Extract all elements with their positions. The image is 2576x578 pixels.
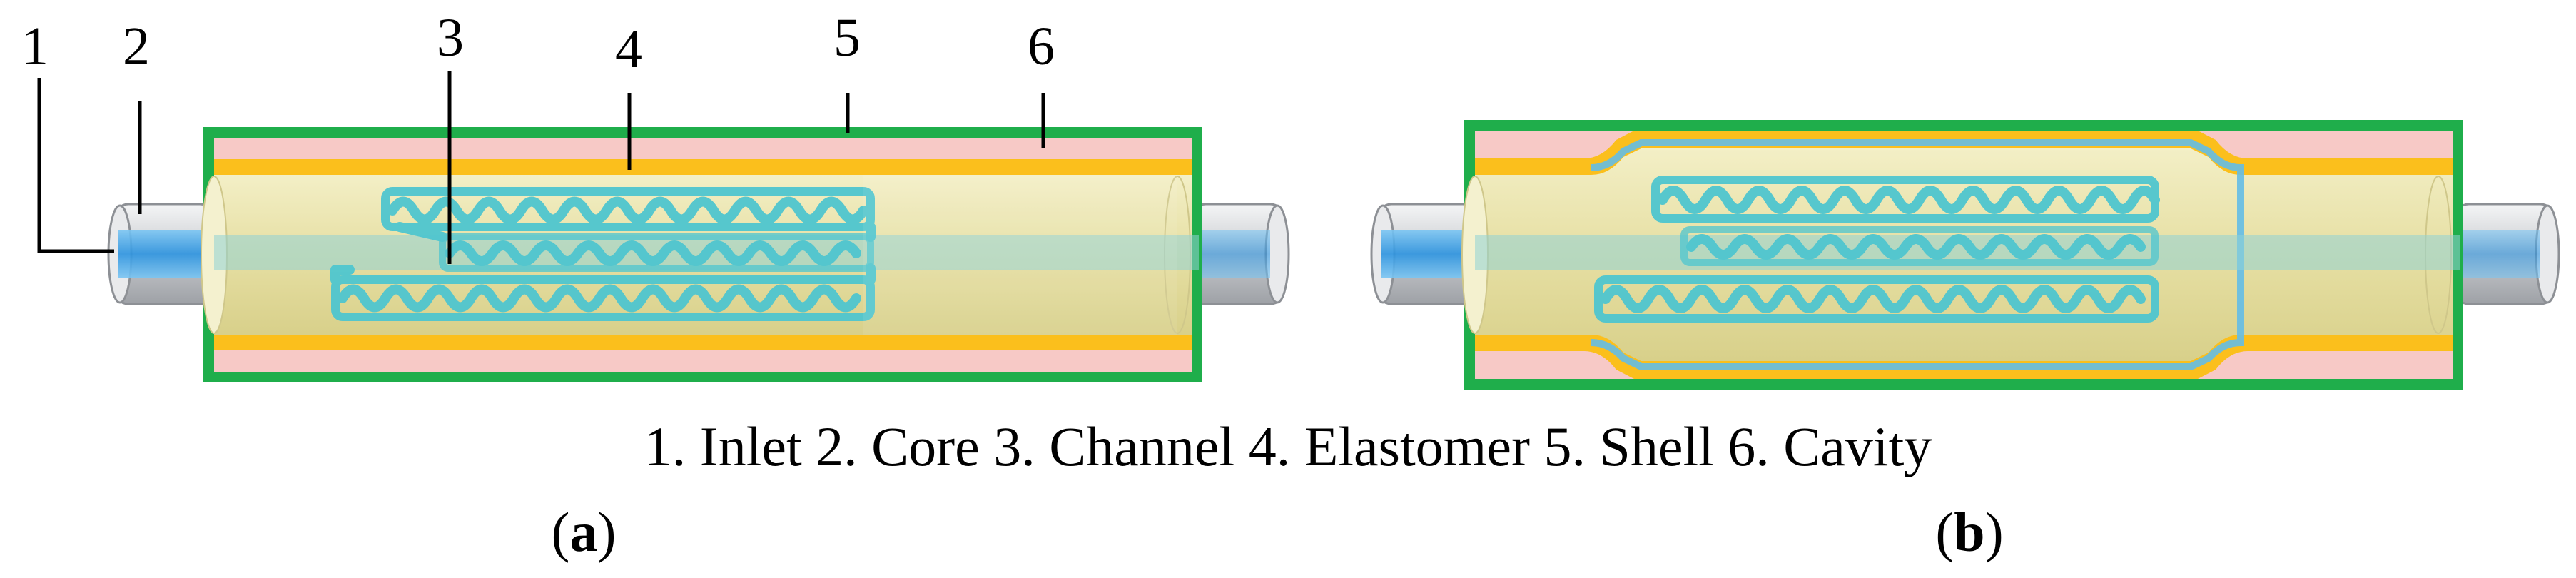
callout-1: 1 (21, 16, 49, 76)
panel-a-inlet-pipe-left (107, 203, 215, 305)
panel-a-actuator (107, 127, 1290, 382)
callout-3: 3 (437, 8, 464, 68)
panel-label-a: (a) (552, 501, 617, 563)
legend-caption: 1. Inlet 2. Core 3. Channel 4. Elastomer… (644, 415, 1932, 477)
callout-6: 6 (1028, 16, 1055, 76)
panel-b-inlet-pipe-left (1370, 203, 1479, 305)
panel-a-callout-labels: 1 2 3 4 5 6 (21, 8, 1055, 79)
panel-a-callout-lines (37, 71, 1045, 264)
panel-a-outlet-pipe-right (1190, 203, 1290, 305)
panel-b-helical-channel (1594, 176, 2160, 323)
callout-4: 4 (615, 19, 642, 79)
panel-a-helical-channel (330, 187, 876, 321)
panel-label-b: (b) (1935, 501, 2003, 563)
panel-b-outlet-pipe-right (2453, 203, 2560, 305)
callout-2: 2 (123, 16, 150, 76)
callout-5: 5 (833, 8, 861, 68)
panel-b-actuator (1370, 120, 2560, 390)
